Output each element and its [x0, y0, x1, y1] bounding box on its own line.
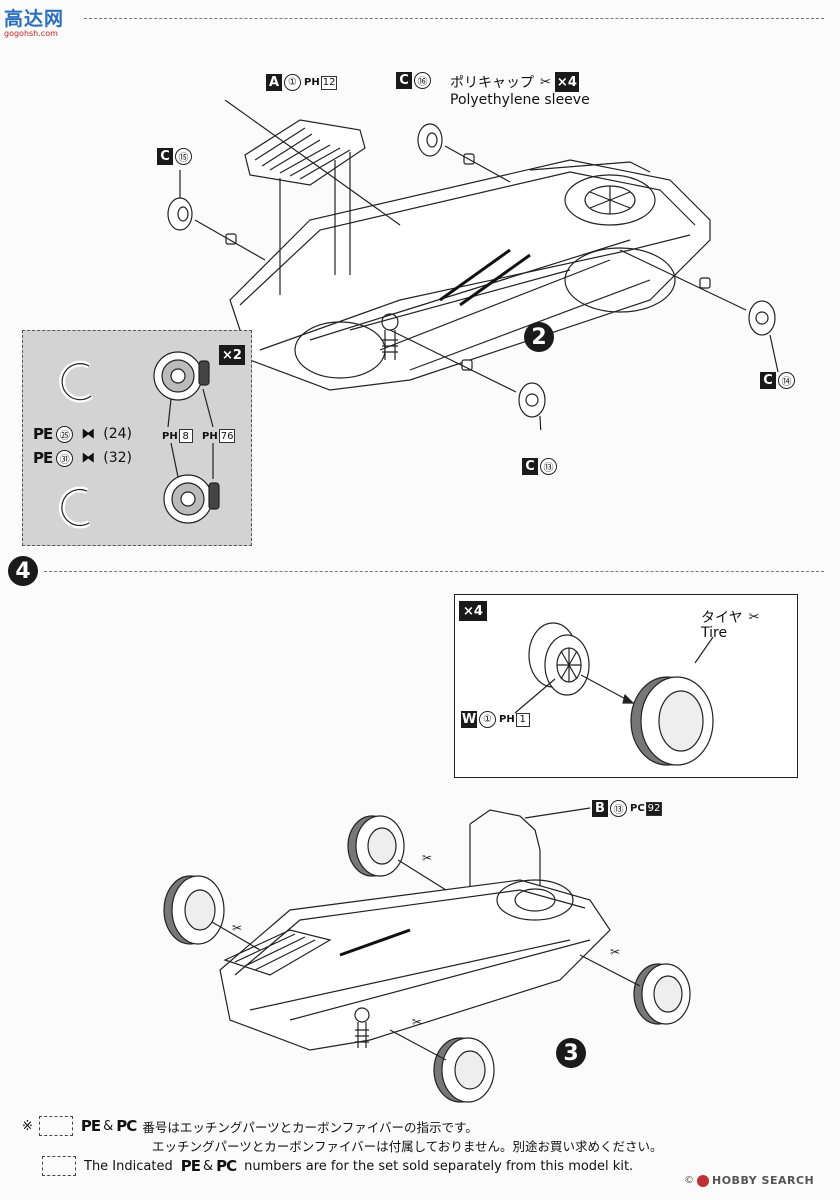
alt-number: (32) [103, 450, 132, 466]
part-label-b13: B ⑬ PC 92 [592, 800, 663, 817]
pe-number: ㉛ [56, 449, 74, 467]
inset-ph-8: PH 8 [159, 429, 193, 443]
alt-number: (24) [103, 426, 132, 442]
step2-chassis-drawing [224, 100, 711, 391]
pc-label: PC [216, 1157, 237, 1175]
ph-label: PH [202, 430, 218, 442]
pe-label: PE [80, 1117, 101, 1135]
amp: & [202, 1158, 214, 1174]
cutter-icon: ✂ [748, 609, 760, 625]
part-number: ⑬ [540, 458, 557, 475]
part-letter: A [266, 74, 282, 91]
cutter-icon: ✂ [540, 74, 551, 90]
ph-label: PH [162, 430, 178, 442]
logo-sub: gogohsh.com [4, 29, 58, 38]
step-number-2: 2 [524, 322, 554, 352]
tire-label-jp: タイヤ ✂ [701, 607, 760, 627]
sleeve-label-jp: ポリキャップ ✂ ×4 [450, 72, 579, 92]
tire-assembly-box: ×4 タイヤ ✂ Tire W ① PH 1 [454, 594, 798, 778]
ph-number: 1 [515, 712, 530, 727]
step-number-3: 3 [556, 1038, 586, 1068]
pc-label: PC [116, 1117, 137, 1135]
inset-drawing [58, 351, 220, 529]
part-letter: C [157, 148, 173, 165]
step-divider-top [84, 18, 824, 19]
ph-label: PH [304, 77, 320, 88]
footnote-row-en: The Indicated PE & PC numbers are for th… [42, 1156, 633, 1176]
bowtie-icon: ⧓ [81, 426, 96, 442]
inset-qty: ×2 [219, 345, 245, 365]
footnote-en-pre: The Indicated [84, 1158, 173, 1174]
copyright-mark: © [684, 1175, 694, 1186]
footnote-jp-line2: エッチングパーツとカーボンファイバーは付属しておりません。別途お買い求めください… [152, 1139, 663, 1154]
part-label-a1: A ① PH 12 [266, 74, 338, 91]
ph-label: PH [499, 714, 515, 725]
pe-label: PE [33, 425, 53, 443]
part-letter: C [760, 372, 776, 389]
ph-number: 12 [320, 75, 338, 90]
pe-label: PE [180, 1157, 201, 1175]
amp: & [103, 1118, 114, 1134]
step-number-4: 4 [8, 556, 38, 586]
sleeve-jp-text: ポリキャップ [450, 75, 534, 91]
pe-label: PE [33, 449, 53, 467]
part-letter: C [396, 72, 412, 89]
hs-logo-icon [697, 1174, 709, 1187]
svg-text:✂: ✂ [422, 851, 432, 865]
tire-qty: ×4 [459, 601, 487, 621]
svg-text:✂: ✂ [232, 921, 242, 935]
bowtie-icon: ⧓ [81, 450, 96, 466]
part-number: ⑮ [175, 148, 192, 165]
part-letter: C [522, 458, 538, 475]
part-number: ① [479, 711, 496, 728]
part-label-c15: C ⑮ [157, 148, 192, 165]
part-label-w1: W ① PH 1 [461, 711, 530, 728]
step4-chassis-drawing: ✂ ✂ ✂ ✂ [163, 807, 691, 1103]
placeholder-box [42, 1156, 76, 1176]
part-label-c16: C ⑯ [396, 72, 431, 89]
pc-number: 92 [645, 801, 663, 816]
logo-text: 高达网 [4, 8, 65, 30]
inset-ph-76: PH 76 [199, 429, 236, 443]
svg-text:✂: ✂ [610, 945, 620, 959]
footnote-row-1: ※ PE & PC 番号はエッチングパーツとカーボンファイバーの指示です。 [22, 1116, 478, 1136]
inset-row-2: PE ㉛ ⧓ (32) [33, 449, 132, 467]
pe-number: ㉕ [56, 425, 74, 443]
part-letter: W [461, 711, 477, 728]
svg-text:✂: ✂ [412, 1015, 422, 1029]
footnote-jp-line1: 番号はエッチングパーツとカーボンファイバーの指示です。 [142, 1119, 478, 1135]
part-number: ⑯ [414, 72, 431, 89]
inset-row-1: PE ㉕ ⧓ (24) [33, 425, 132, 443]
step-divider-4 [44, 571, 824, 572]
brake-disc-inset: ×2 PE ㉕ ⧓ (24) [22, 330, 252, 546]
tire-label-en: Tire [701, 625, 728, 641]
ph-number: 8 [178, 429, 193, 443]
hobbysearch-watermark: © HOBBY SEARCH [684, 1174, 814, 1187]
part-number: ① [284, 74, 301, 91]
part-letter: B [592, 800, 608, 817]
tire-drawing [514, 622, 714, 766]
footnote-mark: ※ [22, 1118, 33, 1134]
tire-jp-text: タイヤ [701, 610, 743, 626]
part-number: ⑭ [778, 372, 795, 389]
part-number: ⑬ [610, 800, 627, 817]
sleeve-label-en: Polyethylene sleeve [450, 92, 590, 108]
pc-label: PC [630, 803, 645, 814]
footnote-en-text: numbers are for the set sold separately … [244, 1158, 634, 1174]
placeholder-box [38, 1116, 73, 1136]
watermark-text: HOBBY SEARCH [712, 1174, 815, 1187]
site-logo: 高达网 gogohsh.com [4, 4, 74, 38]
sleeve-qty: ×4 [554, 72, 579, 92]
step2-hub-parts [167, 123, 779, 430]
ph-number: 76 [218, 429, 236, 443]
part-label-c14: C ⑭ [760, 372, 795, 389]
part-label-c13: C ⑬ [522, 458, 557, 475]
